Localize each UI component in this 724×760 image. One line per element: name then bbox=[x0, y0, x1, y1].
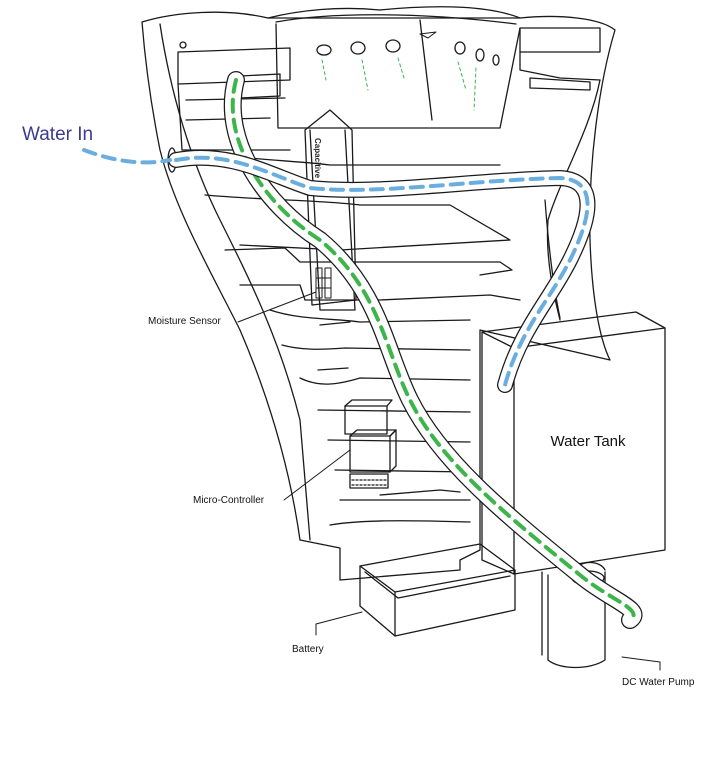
center-post bbox=[309, 129, 356, 311]
irrigation-hole bbox=[492, 54, 500, 66]
pump-leader bbox=[621, 656, 661, 671]
pump-path bbox=[230, 78, 636, 622]
left-compartment bbox=[177, 47, 291, 85]
micro-controller-label: Micro-Controller bbox=[193, 495, 265, 506]
shelf-layer bbox=[224, 247, 513, 276]
irrigation-hole bbox=[316, 44, 332, 56]
shelf-layer bbox=[327, 439, 471, 443]
moisture-sensor-probe bbox=[304, 109, 357, 306]
water-in-tube bbox=[82, 148, 596, 393]
sensor-probe-text: Capacitive bbox=[313, 138, 322, 179]
planter-inner-rim bbox=[275, 14, 517, 25]
planter-outer-wall bbox=[159, 23, 311, 541]
battery-box bbox=[359, 543, 516, 637]
irrigation-hole bbox=[385, 39, 401, 53]
top-right-shelf bbox=[519, 27, 601, 53]
shelf-layer bbox=[329, 520, 471, 526]
battery-leader bbox=[315, 611, 363, 636]
irrigation-hole bbox=[475, 48, 485, 62]
shelf-layer bbox=[317, 409, 471, 413]
shelf-layer bbox=[281, 344, 471, 351]
irrigation-holes bbox=[316, 39, 500, 66]
water-in-label: Water In bbox=[22, 124, 94, 145]
battery-label: Battery bbox=[292, 644, 324, 655]
water-tank-label: Water Tank bbox=[550, 433, 626, 450]
shelf-layer bbox=[269, 309, 471, 323]
shelf-layer bbox=[334, 469, 471, 473]
planter-body-outline bbox=[141, 11, 616, 581]
shelf-layer bbox=[204, 194, 511, 251]
drip-arrows bbox=[321, 57, 477, 111]
water-in-arrow bbox=[82, 148, 172, 165]
moisture-sensor-leader bbox=[237, 291, 317, 323]
micro-controller-board bbox=[344, 399, 397, 489]
irrigation-hole bbox=[454, 41, 466, 55]
back-wall-divider bbox=[419, 19, 433, 121]
irrigation-hole bbox=[350, 41, 366, 55]
moisture-sensor-pins bbox=[315, 267, 332, 299]
pump-tube bbox=[223, 71, 643, 629]
shelf-layer bbox=[239, 284, 521, 301]
micro-controller-leader bbox=[283, 449, 351, 501]
leader-lines bbox=[237, 291, 661, 671]
planter-rim bbox=[267, 6, 521, 19]
water-in-path bbox=[174, 155, 590, 387]
moisture-sensor-label: Moisture Sensor bbox=[148, 316, 221, 327]
shelf-layer bbox=[299, 377, 471, 385]
top-back-wall bbox=[275, 23, 521, 129]
dc-water-pump-label: DC Water Pump bbox=[622, 677, 695, 688]
